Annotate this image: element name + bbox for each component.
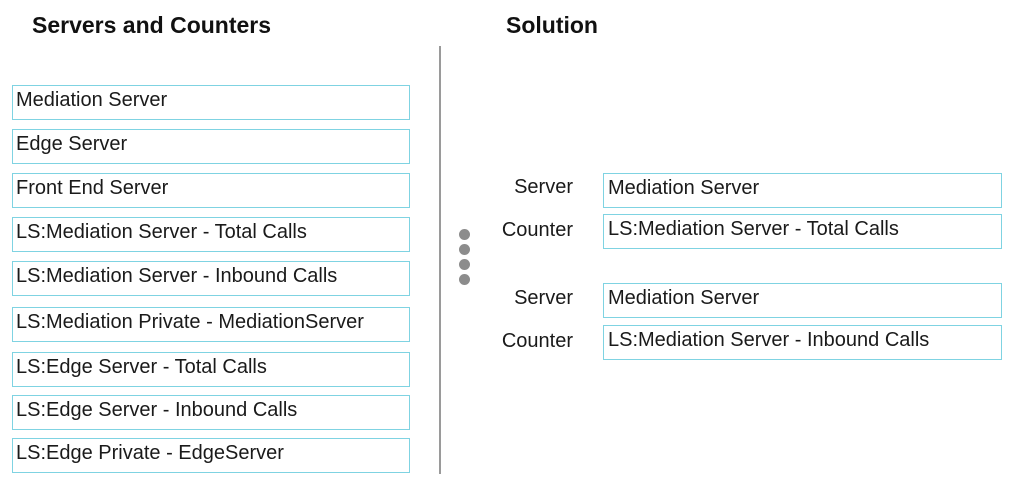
solution-counter-target-2[interactable]: LS:Mediation Server - Inbound Calls [603,325,1002,360]
source-item-edge-private[interactable]: LS:Edge Private - EdgeServer [12,438,410,473]
solution-server-target-2[interactable]: Mediation Server [603,283,1002,318]
solution-heading: Solution [506,12,598,38]
solution-counter-label-1: Counter [501,219,573,241]
source-item-mediation-inbound-calls[interactable]: LS:Mediation Server - Inbound Calls [12,261,410,296]
solution-server-label-1: Server [514,176,573,198]
source-item-mediation-total-calls[interactable]: LS:Mediation Server - Total Calls [12,217,410,252]
servers-counters-heading: Servers and Counters [32,12,272,38]
solution-counter-label-2: Counter [501,330,573,352]
drag-handle-icon[interactable] [457,229,471,293]
source-item-mediation-server[interactable]: Mediation Server [12,85,410,120]
source-item-front-end-server[interactable]: Front End Server [12,173,410,208]
source-item-mediation-private[interactable]: LS:Mediation Private - MediationServer [12,307,410,342]
source-item-edge-total-calls[interactable]: LS:Edge Server - Total Calls [12,352,410,387]
solution-server-label-2: Server [514,287,573,309]
source-item-edge-inbound-calls[interactable]: LS:Edge Server - Inbound Calls [12,395,410,430]
panel-divider [439,46,441,474]
solution-counter-target-1[interactable]: LS:Mediation Server - Total Calls [603,214,1002,249]
source-item-edge-server[interactable]: Edge Server [12,129,410,164]
solution-server-target-1[interactable]: Mediation Server [603,173,1002,208]
